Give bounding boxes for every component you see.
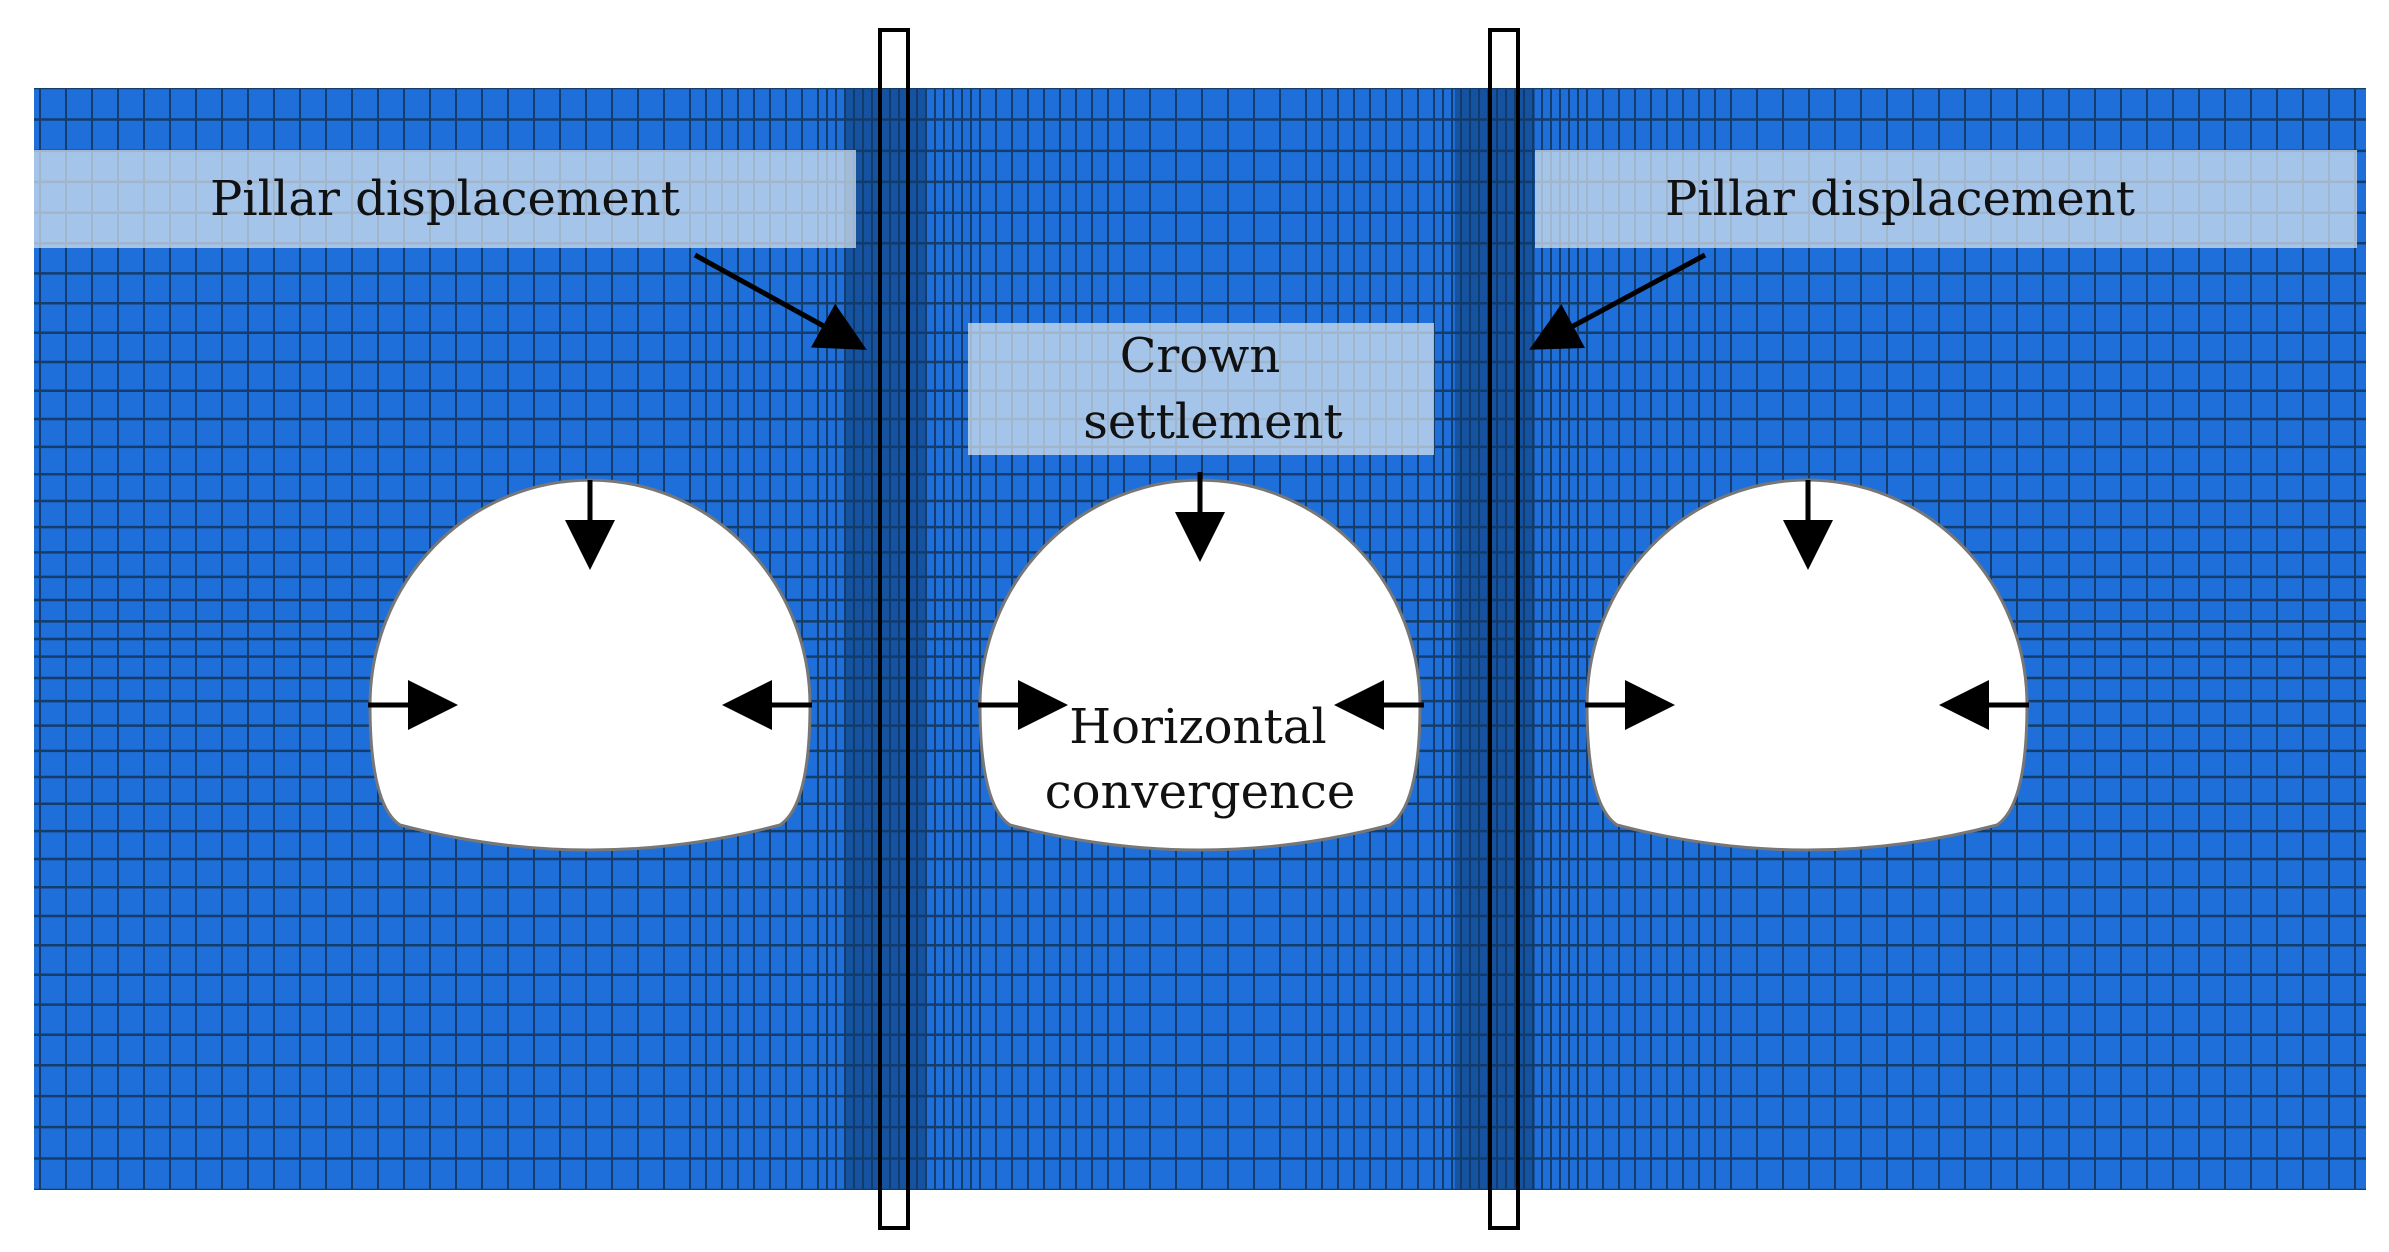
label-box-pillar-right	[1535, 150, 2357, 248]
label-horizontal-line2: convergence	[1045, 764, 1356, 820]
label-crown-line1: Crown	[1120, 328, 1281, 384]
label-pillar-left: Pillar displacement	[210, 171, 680, 227]
label-crown-line2: settlement	[1083, 394, 1343, 450]
arrow-pillar-right	[1529, 252, 1707, 350]
pillar-band-left	[845, 88, 925, 1190]
pillar-outline-right	[1488, 28, 1520, 1230]
tunnel-opening-center	[978, 478, 1422, 852]
label-box-pillar-left	[34, 150, 856, 248]
annotation-arrows	[368, 252, 2029, 730]
label-horizontal-line1: Horizontal	[1069, 699, 1326, 755]
tunnel-opening-left	[368, 478, 812, 852]
pillar-band-right	[1455, 88, 1535, 1190]
label-box-crown	[968, 323, 1434, 455]
pillar-outline-left	[878, 28, 910, 1230]
tunnel-opening-right	[1585, 478, 2029, 852]
label-pillar-right: Pillar displacement	[1665, 171, 2135, 227]
arrow-pillar-left	[693, 252, 867, 350]
